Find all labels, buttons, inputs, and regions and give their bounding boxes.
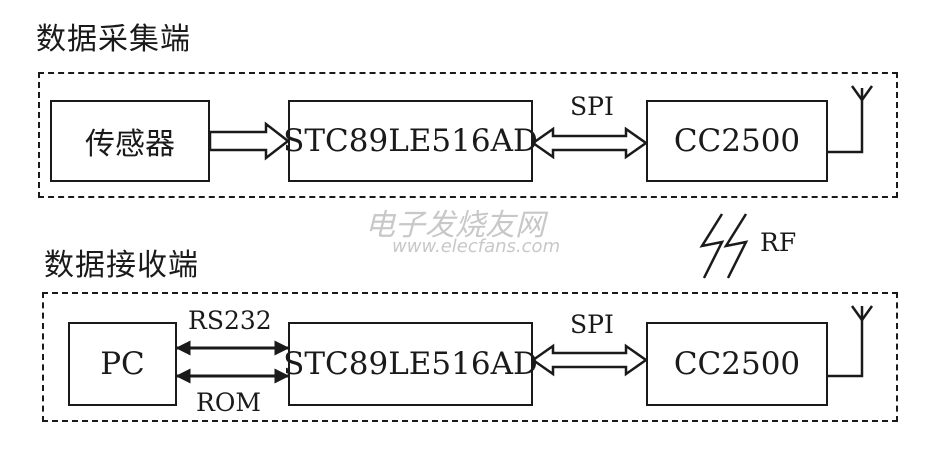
sensor-to-mcu-arrow [208, 121, 291, 161]
sensor-label: 传感器 [85, 127, 175, 162]
pc-box: PC [68, 322, 177, 406]
spi-label-top: SPI [570, 92, 614, 121]
receiving-title: 数据接收端 [44, 248, 199, 283]
cc2500-label-top: CC2500 [673, 123, 801, 159]
mcu-box-bottom: STC89LE516AD [283, 322, 538, 406]
spi-double-arrow-bottom [530, 343, 649, 377]
cc2500-label-bottom: CC2500 [673, 346, 801, 382]
spi-label-bottom: SPI [570, 310, 614, 339]
rf-lightning-icon [699, 213, 749, 279]
sensor-box: 传感器 [50, 100, 210, 182]
collection-title: 数据采集端 [36, 22, 191, 57]
watermark-url: www.elecfans.com [392, 236, 561, 257]
mcu-box-top: STC89LE516AD [283, 100, 538, 182]
rf-label: RF [760, 228, 797, 257]
antenna-icon-top [828, 85, 874, 154]
cc2500-box-top: CC2500 [646, 100, 828, 182]
mcu-label-bottom: STC89LE516AD [283, 346, 538, 382]
watermark-cn: 电子发烧友网 [365, 208, 545, 243]
receiving-frame [42, 292, 898, 422]
rom-label: ROM [196, 388, 261, 417]
rs232-label: RS232 [188, 306, 272, 335]
cc2500-box-bottom: CC2500 [646, 322, 828, 406]
mcu-label-top: STC89LE516AD [283, 123, 538, 159]
antenna-icon-bottom [828, 305, 874, 378]
pc-label: PC [100, 346, 145, 382]
spi-double-arrow-top [530, 126, 649, 160]
collection-frame [38, 72, 898, 198]
